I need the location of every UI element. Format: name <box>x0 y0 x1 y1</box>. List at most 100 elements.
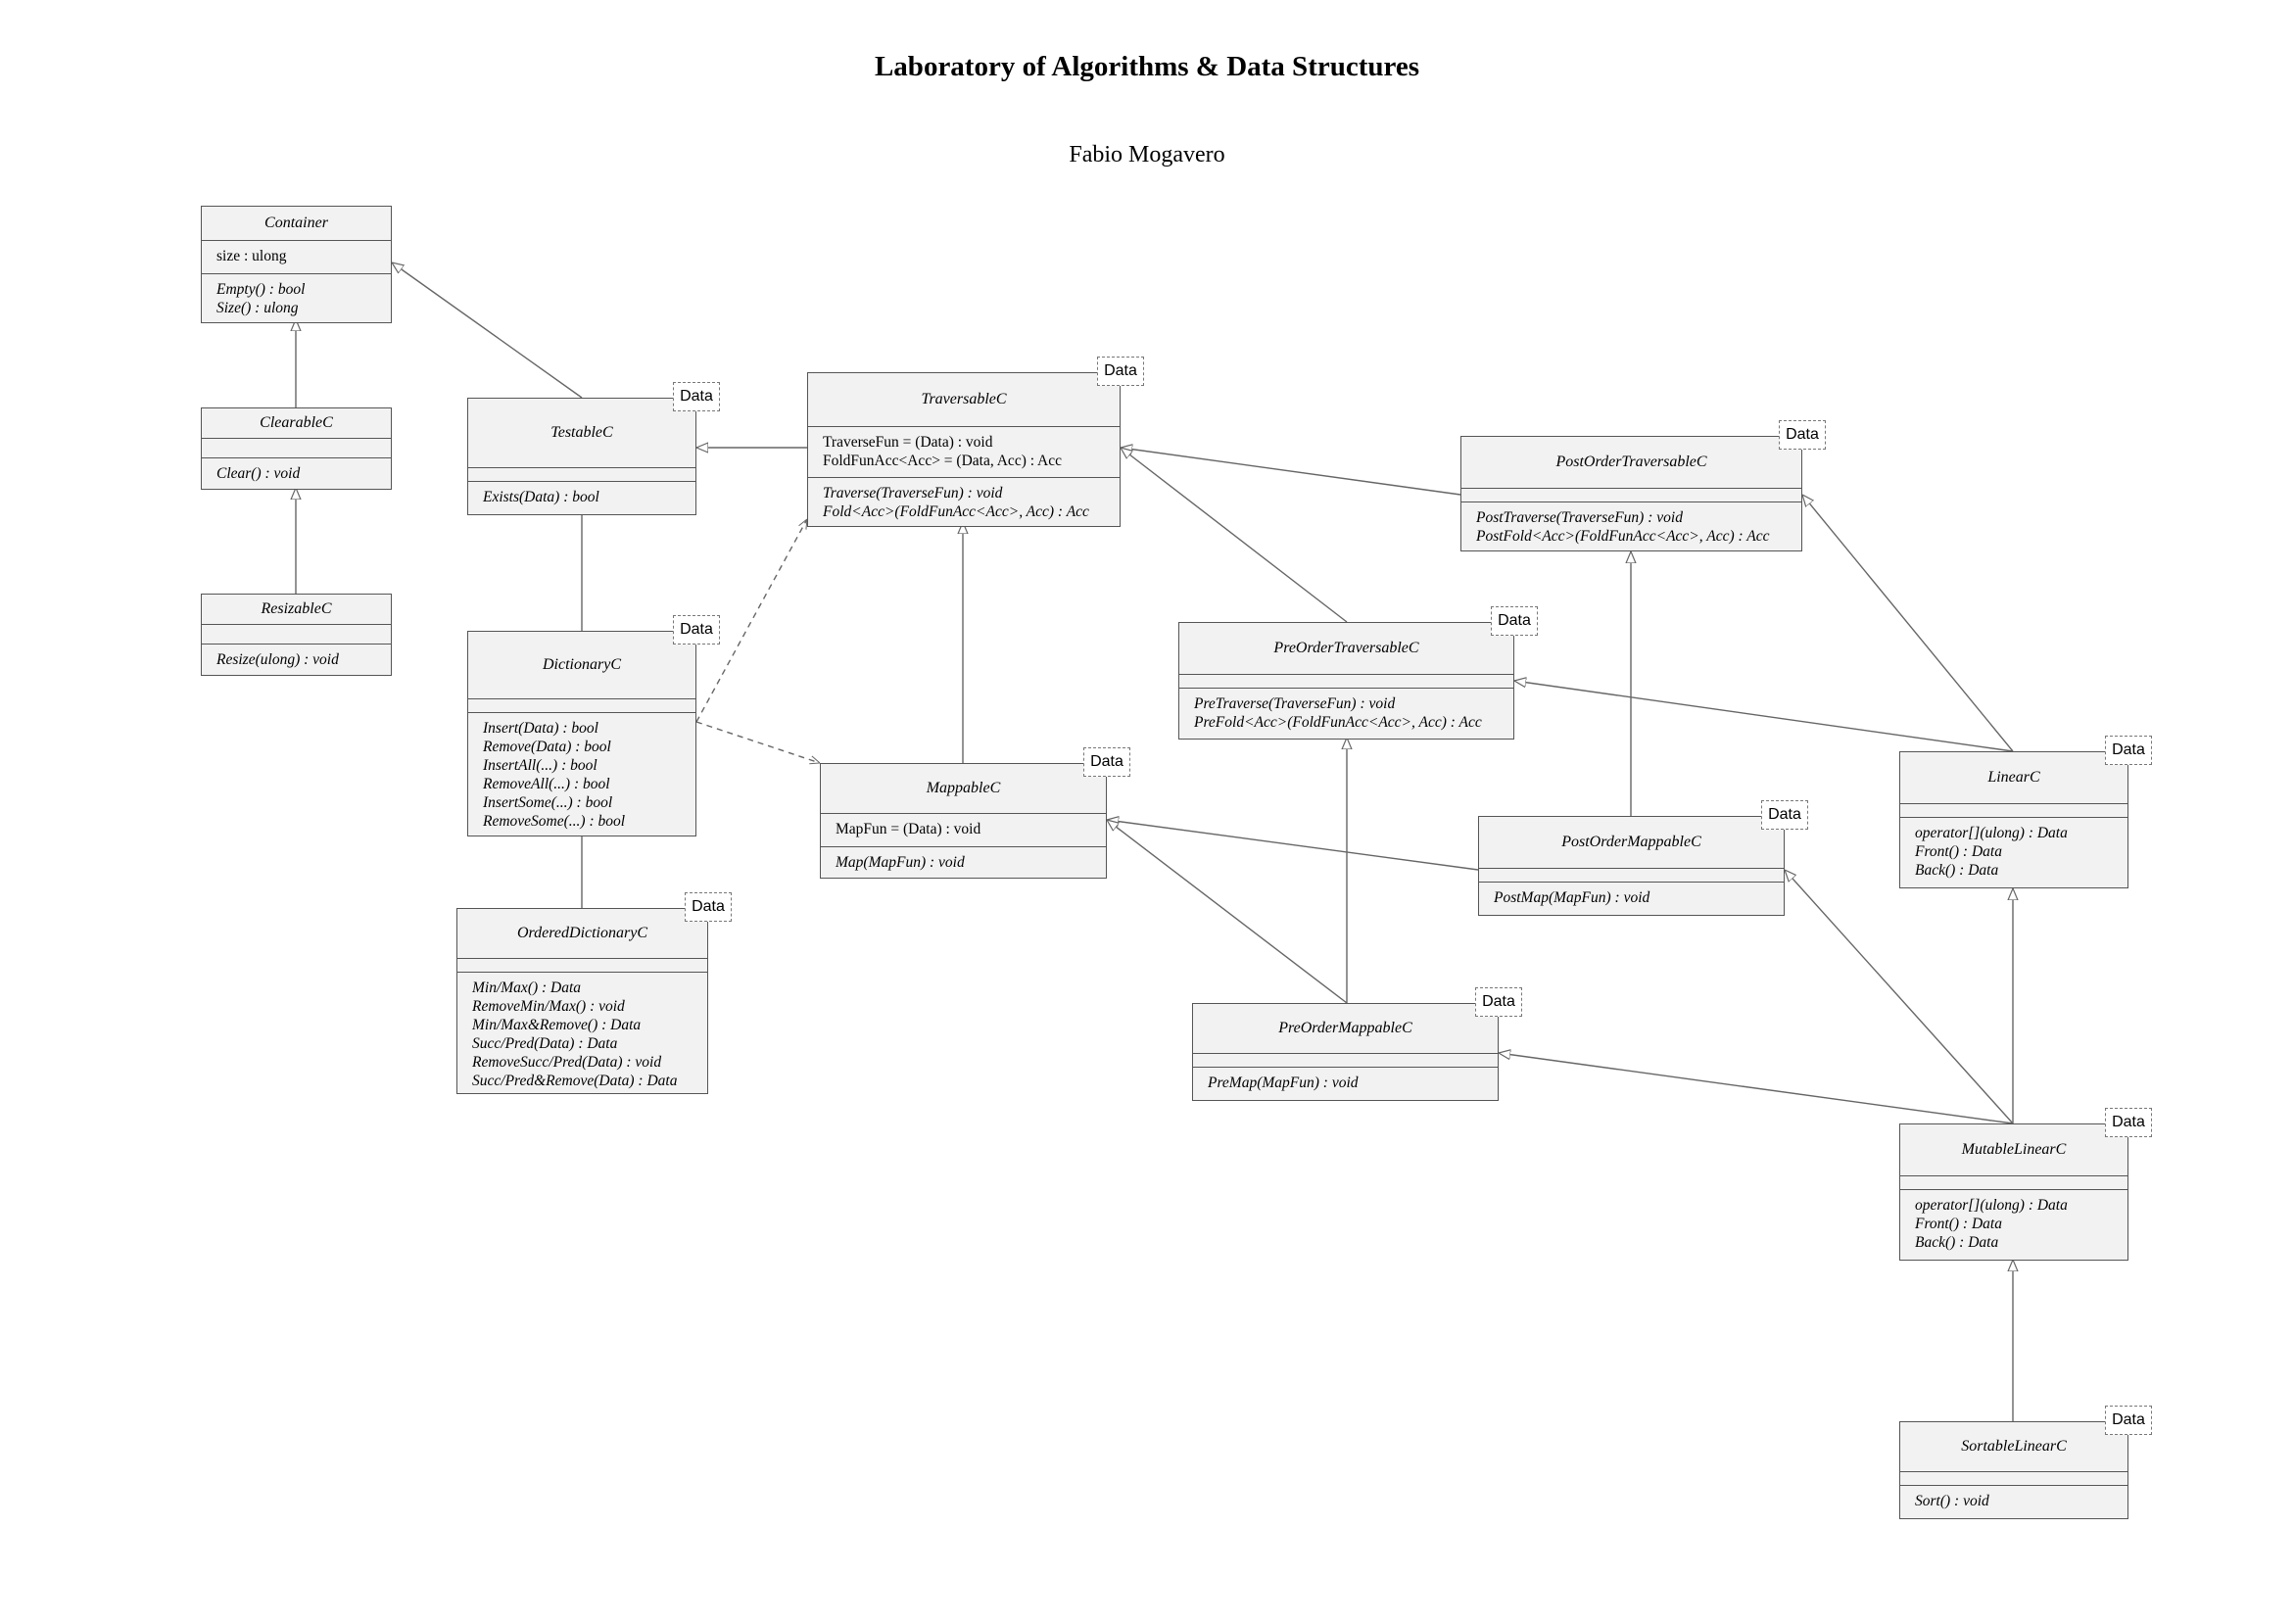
class-name: DictionaryC <box>543 656 621 673</box>
class-name: PreOrderTraversableC <box>1273 640 1419 656</box>
attribute: TraverseFun = (Data) : void <box>823 434 993 451</box>
operation: Insert(Data) : bool <box>483 720 598 737</box>
operation: Remove(Data) : bool <box>483 739 611 755</box>
class-name: PostOrderTraversableC <box>1555 454 1707 470</box>
class-name: OrderedDictionaryC <box>516 925 647 941</box>
operation: Resize(ulong) : void <box>216 651 339 668</box>
template-parameter: Data <box>1097 357 1144 386</box>
operations-section: Map(MapFun) : void <box>821 846 1106 878</box>
attribute: FoldFunAcc<Acc> = (Data, Acc) : Acc <box>823 453 1063 469</box>
operations-section: Resize(ulong) : void <box>202 644 391 675</box>
attributes-section <box>202 624 391 644</box>
operation: Clear() : void <box>216 465 301 482</box>
operation: Back() : Data <box>1915 1234 1999 1251</box>
template-parameter: Data <box>1779 420 1826 450</box>
operation: Min/Max&Remove() : Data <box>472 1017 642 1033</box>
operation: PreTraverse(TraverseFun) : void <box>1194 695 1396 712</box>
template-parameter: Data <box>2105 736 2152 765</box>
operation: PostFold<Acc>(FoldFunAcc<Acc>, Acc) : Ac… <box>1476 528 1770 545</box>
attributes-section <box>1479 868 1784 882</box>
operation: PreFold<Acc>(FoldFunAcc<Acc>, Acc) : Acc <box>1194 714 1482 731</box>
operation: InsertAll(...) : bool <box>483 757 597 774</box>
relation-inheritance-preorder-mappable-to-mappable <box>1107 820 1348 1004</box>
operation: Traverse(TraverseFun) : void <box>823 485 1003 502</box>
operation: Empty() : bool <box>216 281 306 298</box>
class-postorder-traversable: PostOrderTraversableC PostTraverse(Traver… <box>1460 436 1802 551</box>
operation: Size() : ulong <box>216 300 299 316</box>
template-parameter: Data <box>1761 800 1808 830</box>
operation: PreMap(MapFun) : void <box>1208 1075 1359 1091</box>
relation-inheritance-linear-to-postorder-traversable <box>1802 495 2014 752</box>
template-parameter: Data <box>685 892 732 922</box>
class-sortable-linear: SortableLinearC Sort() : void <box>1899 1421 2128 1519</box>
template-parameter: Data <box>673 382 720 411</box>
attributes-section <box>1900 803 2127 817</box>
class-name: LinearC <box>1987 769 2040 786</box>
class-name: ClearableC <box>260 414 333 431</box>
attributes-section <box>1461 488 1801 502</box>
attributes-section <box>1193 1053 1498 1067</box>
template-parameter: Data <box>2105 1406 2152 1435</box>
class-postorder-mappable: PostOrderMappableC PostMap(MapFun) : void <box>1478 816 1785 916</box>
operations-section: Clear() : void <box>202 457 391 489</box>
diagram-title: Laboratory of Algorithms & Data Structur… <box>874 51 1420 82</box>
attributes-section: size : ulong <box>202 240 391 273</box>
operation: RemoveSome(...) : bool <box>483 813 626 830</box>
class-name: SortableLinearC <box>1961 1438 2067 1455</box>
operation: Back() : Data <box>1915 862 1999 879</box>
operation: PostTraverse(TraverseFun) : void <box>1476 509 1683 526</box>
relation-inheritance-testable-to-container <box>392 263 583 399</box>
attributes-section <box>468 698 695 712</box>
template-parameter: Data <box>2105 1108 2152 1137</box>
operation: Succ/Pred&Remove(Data) : Data <box>472 1073 678 1089</box>
operations-section: PostMap(MapFun) : void <box>1479 882 1784 915</box>
class-name: MappableC <box>926 780 1001 796</box>
class-name: TraversableC <box>921 391 1007 407</box>
class-name: PreOrderMappableC <box>1278 1020 1412 1036</box>
template-parameter: Data <box>1491 606 1538 636</box>
operation: Map(MapFun) : void <box>836 854 965 871</box>
relation-inheritance-postorder-traversable-to-traversable <box>1121 448 1461 496</box>
template-parameter: Data <box>1083 747 1130 777</box>
operations-section: Exists(Data) : bool <box>468 481 695 514</box>
operation: RemoveSucc/Pred(Data) : void <box>472 1054 662 1071</box>
class-clearable: ClearableC Clear() : void <box>201 407 392 490</box>
class-name: PostOrderMappableC <box>1561 834 1701 850</box>
operation: operator[](ulong) : Data <box>1915 1197 2068 1214</box>
attribute: MapFun = (Data) : void <box>836 821 981 837</box>
class-preorder-mappable: PreOrderMappableC PreMap(MapFun) : void <box>1192 1003 1499 1101</box>
relation-inheritance-linear-to-preorder-traversable <box>1514 681 2014 752</box>
attributes-section <box>1900 1175 2127 1189</box>
operation: Front() : Data <box>1915 843 2002 860</box>
relation-inheritance-postorder-mappable-to-mappable <box>1107 820 1479 871</box>
operation: Min/Max() : Data <box>472 979 582 996</box>
operation: RemoveMin/Max() : void <box>472 998 625 1015</box>
operation: Front() : Data <box>1915 1216 2002 1232</box>
class-name: MutableLinearC <box>1961 1141 2067 1158</box>
operation: RemoveAll(...) : bool <box>483 776 610 792</box>
attributes-section <box>457 958 707 972</box>
attributes-section <box>1179 674 1513 688</box>
operations-section: Sort() : void <box>1900 1485 2127 1518</box>
attributes-section <box>1900 1471 2127 1485</box>
operation: Succ/Pred(Data) : Data <box>472 1035 618 1052</box>
template-parameter: Data <box>673 615 720 645</box>
attributes-section <box>202 438 391 457</box>
relation-inheritance-mutable-linear-to-postorder-mappable <box>1785 870 2014 1124</box>
